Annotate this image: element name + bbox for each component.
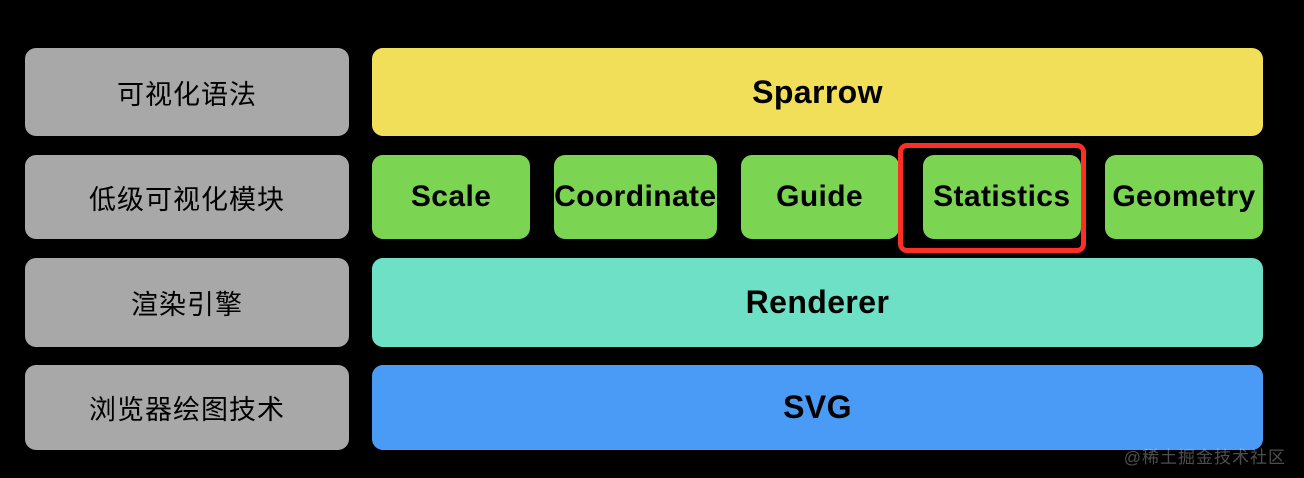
block-renderer[interactable]: Renderer	[372, 258, 1263, 347]
watermark-text: @稀土掘金技术社区	[1123, 448, 1286, 467]
block-guide[interactable]: Guide	[740, 155, 899, 239]
block-scale[interactable]: Scale	[372, 155, 531, 239]
diagram-row-renderer: 渲染引擎 Renderer	[0, 258, 1304, 347]
layer-label-modules: 低级可视化模块	[25, 155, 349, 239]
layer-label-grammar: 可视化语法	[25, 48, 349, 136]
diagram-row-modules: 低级可视化模块 Scale Coordinate Guide Statistic…	[0, 155, 1304, 239]
block-sparrow[interactable]: Sparrow	[372, 48, 1263, 136]
diagram-row-grammar: 可视化语法 Sparrow	[0, 48, 1304, 136]
layer-content-browser: SVG	[372, 365, 1263, 450]
block-geometry[interactable]: Geometry	[1104, 155, 1264, 239]
block-coordinate[interactable]: Coordinate	[554, 155, 717, 239]
block-statistics[interactable]: Statistics	[922, 155, 1081, 239]
layer-content-renderer: Renderer	[372, 258, 1263, 347]
diagram-row-browser: 浏览器绘图技术 SVG	[0, 365, 1304, 450]
layer-label-browser: 浏览器绘图技术	[25, 365, 349, 450]
layer-content-grammar: Sparrow	[372, 48, 1263, 136]
layer-label-renderer: 渲染引擎	[25, 258, 349, 347]
block-svg[interactable]: SVG	[372, 365, 1263, 450]
layer-content-modules: Scale Coordinate Guide Statistics Geomet…	[372, 155, 1264, 239]
